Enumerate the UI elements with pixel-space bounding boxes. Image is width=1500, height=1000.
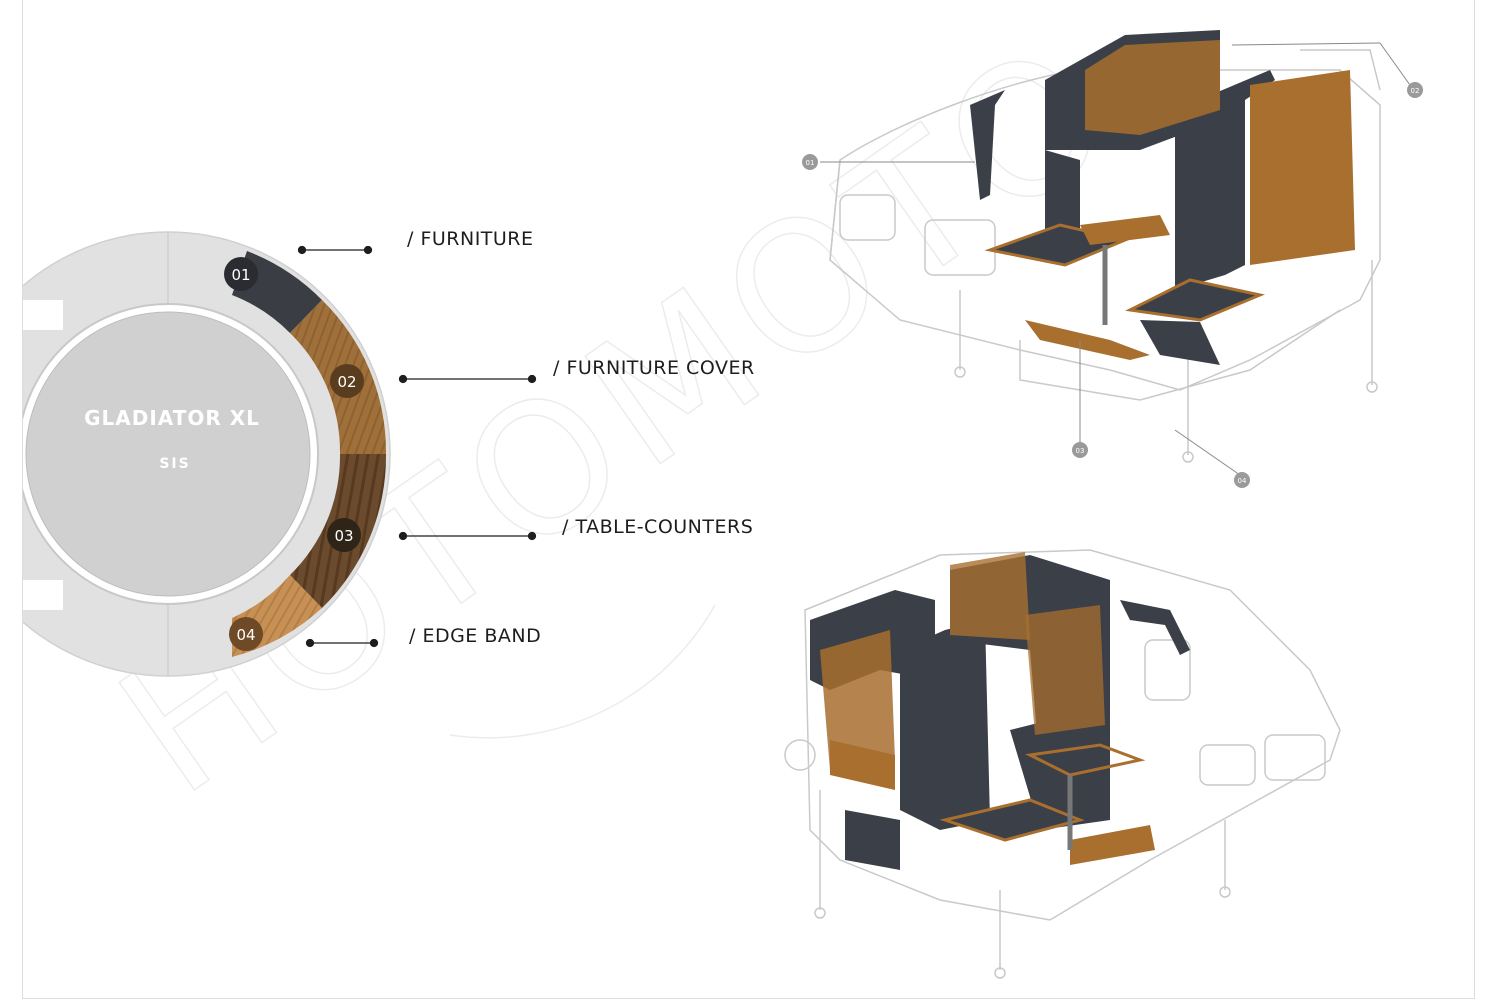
leader-lines (297, 245, 537, 648)
badge-diagram: 01 02 03 04 GLADIATOR XL SIS (23, 231, 537, 677)
badge-disk (25, 311, 311, 597)
label-edge-band: / EDGE BAND (409, 625, 542, 647)
callout-02 (1407, 82, 1423, 98)
number-01: 01 (231, 266, 250, 284)
number-02: 02 (337, 373, 356, 391)
page-frame (22, 0, 1475, 999)
number-circle-01 (224, 257, 258, 291)
number-04: 04 (236, 626, 255, 644)
badge-subtitle: SIS (159, 456, 190, 472)
number-circle-04 (229, 617, 263, 651)
badge-title: GLADIATOR XL (84, 406, 260, 430)
label-table-counters: / TABLE-COUNTERS (562, 516, 754, 538)
svg-text:01: 01 (806, 159, 815, 167)
camper-view-bottom (784, 549, 1341, 979)
number-circle-02 (330, 364, 364, 398)
number-03: 03 (334, 527, 353, 545)
label-furniture-cover: / FURNITURE COVER (553, 357, 755, 379)
label-furniture: / FURNITURE (407, 228, 534, 250)
callout-01 (802, 154, 818, 170)
camper-view-top: 01 02 03 04 (802, 30, 1423, 488)
svg-text:02: 02 (1411, 87, 1420, 95)
svg-text:03: 03 (1076, 447, 1085, 455)
callout-04 (1234, 472, 1250, 488)
callout-03 (1072, 442, 1088, 458)
number-circle-03 (327, 518, 361, 552)
svg-text:04: 04 (1238, 477, 1247, 485)
